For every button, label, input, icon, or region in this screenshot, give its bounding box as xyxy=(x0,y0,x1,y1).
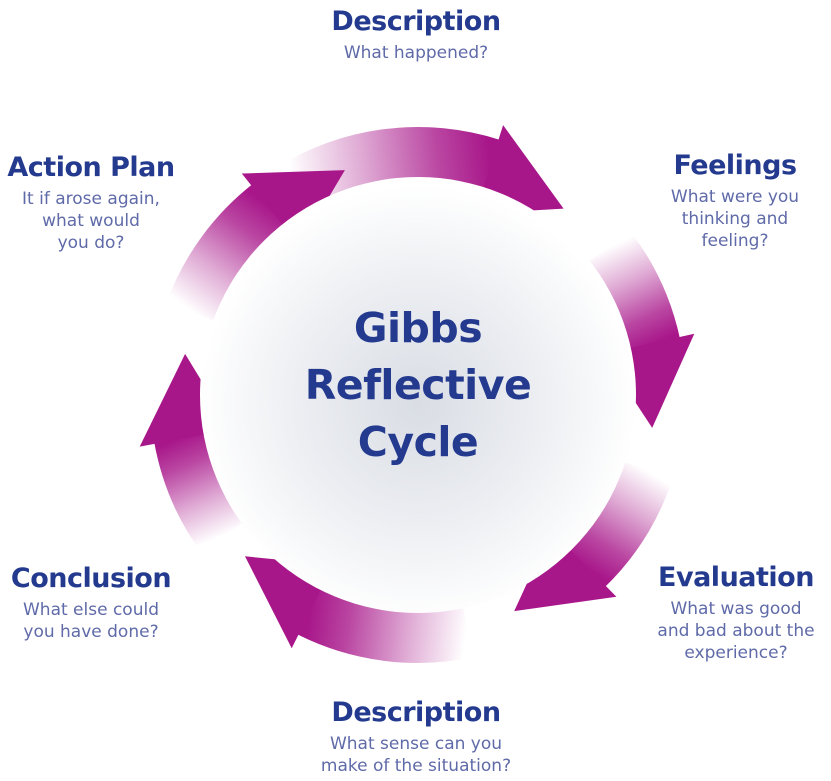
question-line: you have done? xyxy=(23,622,159,642)
question-line: thinking and xyxy=(681,209,789,229)
arrow-body xyxy=(560,458,673,588)
question-line: What sense can you xyxy=(329,734,503,754)
stage-question: What were you thinking and feeling? xyxy=(640,186,830,252)
stage-conclusion: Conclusion What else could you have done… xyxy=(0,563,182,643)
arrow-body xyxy=(579,230,681,353)
stage-question: What else could you have done? xyxy=(0,599,182,643)
stage-description-bottom: Description What sense can you make of t… xyxy=(296,697,536,777)
question-line: What was good xyxy=(670,599,802,619)
stage-title: Conclusion xyxy=(10,563,172,594)
center-title-line: Cycle xyxy=(357,418,479,466)
stage-title: Feelings xyxy=(673,150,797,181)
stage-question: What was good and bad about the experien… xyxy=(638,598,831,664)
arrow-head-icon xyxy=(475,125,564,214)
stage-question: What happened? xyxy=(306,42,526,64)
stage-evaluation: Evaluation What was good and bad about t… xyxy=(638,562,831,664)
center-title: Gibbs Reflective Cycle xyxy=(268,300,568,471)
question-line: experience? xyxy=(684,643,788,663)
question-line: feeling? xyxy=(701,231,769,251)
stage-action-plan: Action Plan It if arose again, what woul… xyxy=(0,152,182,254)
arrow-body xyxy=(296,577,474,663)
question-line: What happened? xyxy=(343,43,489,63)
question-line: What were you xyxy=(670,187,800,207)
arrow-body xyxy=(166,183,292,325)
center-title-line: Reflective xyxy=(304,361,532,409)
arrow-head-icon xyxy=(514,530,617,612)
question-line: What else could xyxy=(22,600,159,620)
question-line: It if arose again, xyxy=(22,189,160,209)
stage-title: Description xyxy=(331,6,501,37)
question-line: you do? xyxy=(57,233,125,253)
question-line: what would xyxy=(42,211,140,231)
arrow-body xyxy=(154,430,253,553)
stage-title: Description xyxy=(331,697,501,728)
question-line: and bad about the xyxy=(657,621,815,641)
stage-title: Evaluation xyxy=(658,562,814,593)
stage-feelings: Feelings What were you thinking and feel… xyxy=(640,150,830,252)
stage-question: It if arose again, what would you do? xyxy=(0,188,182,254)
question-line: make of the situation? xyxy=(320,756,512,776)
stage-title: Action Plan xyxy=(7,152,175,183)
center-title-line: Gibbs xyxy=(353,304,483,352)
arrow-head-icon xyxy=(241,170,345,247)
center-circle xyxy=(200,177,636,613)
stage-question: What sense can you make of the situation… xyxy=(296,733,536,777)
stage-description-top: Description What happened? xyxy=(306,6,526,64)
